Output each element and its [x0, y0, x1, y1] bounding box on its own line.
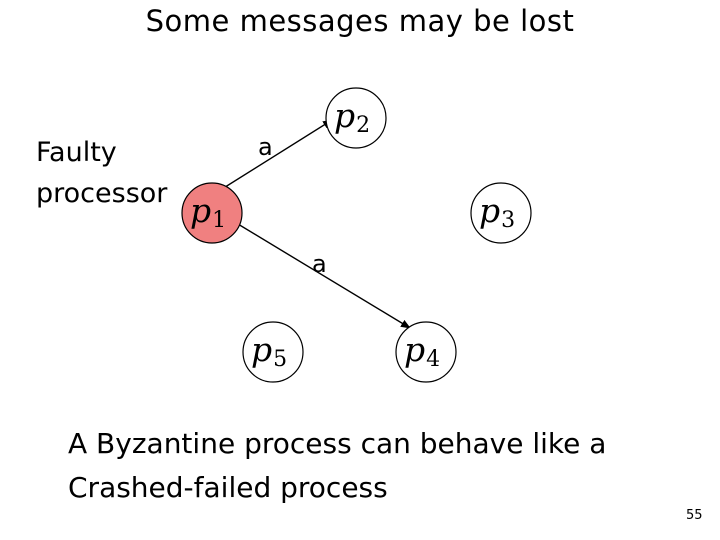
node-p5-symbol: p: [251, 330, 272, 369]
node-p5-circle: [242, 321, 304, 383]
node-p3: p3: [470, 182, 532, 244]
page-number: 55: [686, 508, 703, 523]
node-p1: p1: [181, 182, 243, 244]
node-p1-symbol: p: [190, 191, 211, 230]
node-p3-label: p3: [479, 191, 515, 233]
slide-title: Some messages may be lost: [145, 4, 575, 38]
caption-line1: A Byzantine process can behave like a: [68, 427, 607, 460]
node-p2-label: p2: [334, 96, 370, 138]
faulty-label-line2: processor: [36, 178, 168, 209]
message-label-p1-p2: a: [258, 133, 273, 161]
node-p1-circle: [181, 182, 243, 244]
node-p2: p2: [325, 87, 387, 149]
node-p3-circle: [470, 182, 532, 244]
caption-line2: Crashed-failed process: [68, 471, 388, 504]
node-p5: p5: [242, 321, 304, 383]
node-p3-index: 3: [501, 208, 515, 233]
node-p4-label: p4: [404, 330, 440, 372]
node-p2-symbol: p: [334, 96, 355, 135]
node-p1-label: p1: [190, 191, 226, 233]
node-p2-circle: [325, 87, 387, 149]
node-p1-index: 1: [212, 208, 226, 233]
faulty-label-line1: Faulty: [36, 137, 117, 168]
node-p4-circle: [395, 321, 457, 383]
message-arrow-p1-p2: [213, 119, 333, 195]
node-p4: p4: [395, 321, 457, 383]
node-p4-symbol: p: [404, 330, 425, 369]
node-p5-label: p5: [251, 330, 287, 372]
faulty-processor-label: Faulty processor: [36, 132, 167, 214]
node-p5-index: 5: [273, 347, 287, 372]
message-arrow-p1-p4: [227, 217, 411, 329]
caption: A Byzantine process can behave like a Cr…: [68, 422, 606, 510]
message-label-p1-p4: a: [312, 250, 327, 278]
node-p4-index: 4: [426, 347, 440, 372]
node-p2-index: 2: [356, 113, 370, 138]
node-p3-symbol: p: [479, 191, 500, 230]
